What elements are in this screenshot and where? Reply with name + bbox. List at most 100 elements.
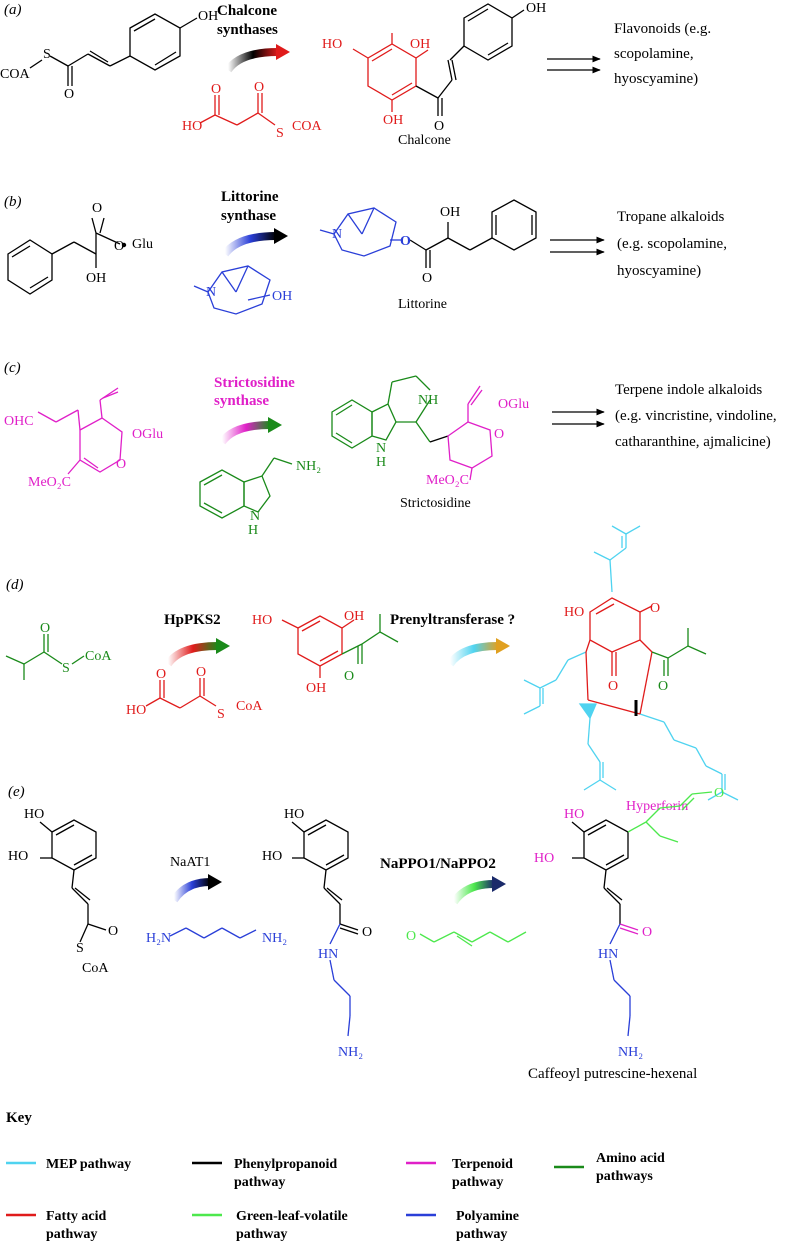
key-item-amino-acid: Amino acid pathways: [554, 1151, 665, 1184]
key-label-phenylpropanoid-2: pathway: [234, 1175, 285, 1190]
caffeoyl-putrescine-structure: [291, 819, 359, 1037]
result-c-line1: Terpene indole alkaloids: [615, 382, 762, 398]
hexenal-o: O: [406, 929, 416, 944]
phenyllactate-oh: OH: [86, 271, 106, 286]
cph-o: O: [642, 925, 652, 940]
tryptamine-h: H: [248, 523, 258, 538]
result-c-line2: (e.g. vincristine, vindoline,: [615, 408, 777, 424]
hyperforin-ho: HO: [564, 605, 584, 620]
enzymatic-arrow-b: [221, 232, 277, 257]
phloriso-ho: HO: [252, 613, 272, 628]
enzyme-chalcone-synthases-line1: Chalcone: [217, 3, 277, 19]
enzymatic-arrow-c: [218, 421, 271, 445]
panel-c-tag: (c): [4, 360, 21, 376]
coumaroyl-o: O: [64, 87, 74, 102]
enzyme-naat1: NaAT1: [170, 855, 210, 870]
littorine-oh: OH: [440, 205, 460, 220]
key-item-mep: MEP pathway: [6, 1157, 131, 1172]
tropine-structure: [193, 265, 271, 315]
coumaroyl-coa: COA: [0, 67, 30, 82]
secologanin-o: O: [116, 457, 126, 472]
tropine-oh: OH: [272, 289, 292, 304]
malonyl-coa-a: COA: [292, 119, 322, 134]
enzyme-hppks2: HpPKS2: [164, 612, 221, 628]
enzymatic-arrowhead-b: [274, 228, 288, 244]
secologanin-meo2c: MeO₂C: [28, 475, 71, 490]
caffeoyl-coa-structure: [39, 819, 107, 943]
malonyl-coa-structure-a: [199, 93, 276, 126]
key-label-polyamine-1: Polyamine: [456, 1209, 519, 1224]
tryptamine-nh2: NH₂: [296, 459, 321, 474]
cph-nh2: NH₂: [618, 1045, 643, 1060]
key-label-amino-acid-1: Amino acid: [596, 1151, 665, 1166]
result-a-line3: hyoscyamine): [614, 71, 698, 87]
enzyme-chalcone-synthases-line2: synthases: [217, 22, 278, 38]
isobutyryl-s: S: [62, 661, 70, 676]
key-label-mep: MEP pathway: [46, 1157, 131, 1172]
secologanin-structure: [37, 387, 123, 475]
phenyllactate-o-ester: O: [114, 239, 124, 254]
enzymatic-arrowhead-d2: [496, 638, 510, 654]
panel-b: (b) O O Glu OH Littorine synthase N OH: [4, 189, 727, 315]
key-item-phenylpropanoid: Phenylpropanoid pathway: [192, 1157, 337, 1190]
panel-d-tag: (d): [6, 577, 24, 593]
enzyme-strictosidine-line2: synthase: [214, 393, 269, 409]
enzymatic-arrow-e1: [170, 878, 211, 903]
caffeoyl-ho-1: HO: [24, 807, 44, 822]
cph-ho-2: HO: [534, 851, 554, 866]
littorine-carbonyl-o: O: [422, 271, 432, 286]
panel-a: (a) OH S COA O Chalcone synthases: [0, 1, 711, 148]
key-label-terpenoid-2: pathway: [452, 1175, 503, 1190]
chalcone-name: Chalcone: [398, 133, 451, 148]
strictosidine-structure: [331, 375, 493, 481]
result-c-line3: catharanthine, ajmalicine): [615, 434, 771, 450]
phlorisobutyrophenone-structure: [281, 614, 399, 678]
tryptamine-structure: [199, 457, 293, 519]
littorine-structure: [319, 199, 537, 268]
isobutyryl-coa-structure: [5, 634, 85, 680]
strictosidine-meo2c: MeO₂C: [426, 473, 469, 488]
hyperforin-o1: O: [650, 601, 660, 616]
malonyl-o1-d: O: [156, 667, 166, 682]
enzymatic-arrowhead-a: [276, 44, 290, 60]
panel-a-tag: (a): [4, 2, 22, 18]
panel-d: (d) O S CoA HpPKS2 HO O O S CoA: [5, 525, 739, 814]
chalcone-oh-3: OH: [526, 1, 546, 16]
isobutyryl-o: O: [40, 621, 50, 636]
malonyl-s-a: S: [276, 126, 284, 141]
putrescine-h2n: H₂N: [146, 931, 171, 946]
legend-key: Key MEP pathway Phenylpropanoid pathway …: [6, 1110, 665, 1242]
enzyme-prenyltransferase: Prenyltransferase ?: [390, 612, 515, 628]
cph-name: Caffeoyl putrescine-hexenal: [528, 1066, 697, 1082]
malonyl-o2-a: O: [254, 80, 264, 95]
cph-hn: HN: [598, 947, 618, 962]
putrescine-nh2: NH₂: [262, 931, 287, 946]
isobutyryl-coa: CoA: [85, 649, 112, 664]
enzymatic-arrowhead-e2: [492, 876, 506, 892]
hyperforin-name: Hyperforin: [626, 799, 688, 814]
cph-o-top: O: [714, 786, 724, 801]
panel-b-tag: (b): [4, 194, 22, 210]
phloriso-oh-1: OH: [344, 609, 364, 624]
phloriso-o: O: [344, 669, 354, 684]
enzymatic-arrow-a: [224, 48, 279, 73]
key-title: Key: [6, 1110, 32, 1126]
enzymatic-arrowhead-c: [268, 417, 282, 433]
enzyme-nappo: NaPPO1/NaPPO2: [380, 856, 496, 872]
strictosidine-nh: NH: [418, 393, 438, 408]
result-a-line2: scopolamine,: [614, 46, 694, 62]
chalcone-oh-1: OH: [410, 37, 430, 52]
caffeoyl-s: S: [76, 941, 84, 956]
chalcone-ho: HO: [322, 37, 342, 52]
cp-ho-2: HO: [262, 849, 282, 864]
key-label-phenylpropanoid-1: Phenylpropanoid: [234, 1157, 337, 1172]
cp-hn: HN: [318, 947, 338, 962]
malonyl-coa-structure-d: [145, 678, 217, 709]
malonyl-o1-a: O: [211, 82, 221, 97]
enzyme-littorine-line2: synthase: [221, 208, 276, 224]
key-label-fatty-acid-1: Fatty acid: [46, 1209, 106, 1224]
littorine-n: N: [332, 227, 342, 242]
strictosidine-name: Strictosidine: [400, 496, 471, 511]
coumaroyl-oh: OH: [198, 9, 218, 24]
